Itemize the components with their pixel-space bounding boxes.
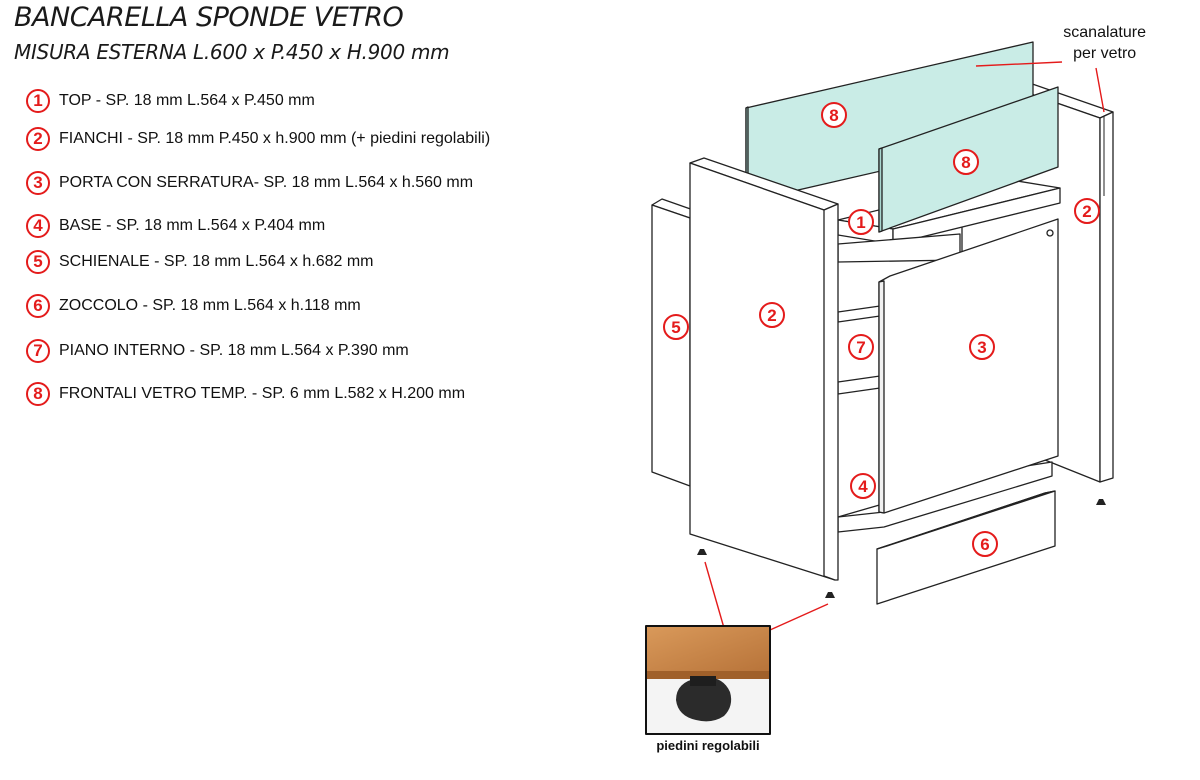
- svg-text:8: 8: [961, 153, 970, 172]
- door-panel: [878, 218, 1059, 514]
- callout-side-right: 2: [1074, 198, 1100, 224]
- legend-item: 4 BASE - SP. 18 mm L.564 x P.404 mm: [26, 211, 325, 241]
- legend-item: 1 TOP - SP. 18 mm L.564 x P.450 mm: [26, 86, 315, 116]
- callout-shelf: 7: [848, 334, 874, 360]
- callout-back-glass: 8: [821, 102, 847, 128]
- part-description: ZOCCOLO - SP. 18 mm L.564 x h.118 mm: [59, 297, 361, 314]
- part-number-badge: 6: [26, 294, 50, 318]
- svg-text:2: 2: [767, 306, 776, 325]
- callout-door: 3: [969, 334, 995, 360]
- legend-item: 2 FIANCHI - SP. 18 mm P.450 x h.900 mm (…: [26, 124, 490, 154]
- part-description: PORTA CON SERRATURA- SP. 18 mm L.564 x h…: [59, 174, 474, 191]
- legend-item: 6 ZOCCOLO - SP. 18 mm L.564 x h.118 mm: [26, 291, 361, 321]
- part-description: FRONTALI VETRO TEMP. - SP. 6 mm L.582 x …: [59, 385, 466, 402]
- groove-note-line: per vetro: [1073, 45, 1137, 62]
- callout-plinth: 6: [972, 531, 998, 557]
- part-description: PIANO INTERNO - SP. 18 mm L.564 x P.390 …: [59, 342, 409, 359]
- part-number-badge: 5: [26, 250, 50, 274]
- callout-side-left: 2: [759, 302, 785, 328]
- svg-text:5: 5: [671, 318, 680, 337]
- callout-back-panel: 5: [663, 314, 689, 340]
- part-number-badge: 3: [26, 171, 50, 195]
- svg-text:4: 4: [858, 477, 868, 496]
- lock-icon: [1046, 229, 1054, 237]
- legend-item: 7 PIANO INTERNO - SP. 18 mm L.564 x P.39…: [26, 336, 409, 366]
- page-title: BANCARELLA SPONDE VETRO: [14, 2, 404, 33]
- part-number-badge: 2: [26, 127, 50, 151]
- callout-front-glass: 8: [953, 149, 979, 175]
- svg-text:8: 8: [829, 106, 838, 125]
- feet-photo: [645, 625, 771, 735]
- part-description: FIANCHI - SP. 18 mm P.450 x h.900 mm (+ …: [59, 130, 491, 147]
- carcass-frame: [837, 233, 961, 395]
- part-number-badge: 4: [26, 214, 50, 238]
- svg-text:1: 1: [856, 213, 865, 232]
- part-number-badge: 7: [26, 339, 50, 363]
- adjustable-feet: [697, 499, 1106, 598]
- legend-item: 8 FRONTALI VETRO TEMP. - SP. 6 mm L.582 …: [26, 379, 465, 409]
- callouts: 8 8 1 2 5 2 7 3: [663, 102, 1100, 557]
- left-side-panel: [689, 157, 839, 581]
- feet-photo-caption: piedini regolabili: [656, 738, 760, 753]
- part-description: TOP - SP. 18 mm L.564 x P.450 mm: [59, 92, 315, 109]
- groove-note-line: scanalature: [1063, 24, 1146, 41]
- part-number-badge: 8: [26, 382, 50, 406]
- svg-text:6: 6: [980, 535, 989, 554]
- part-description: BASE - SP. 18 mm L.564 x P.404 mm: [59, 217, 326, 234]
- legend-item: 3 PORTA CON SERRATURA- SP. 18 mm L.564 x…: [26, 168, 473, 198]
- page-subtitle: MISURA ESTERNA L.600 x P.450 x H.900 mm: [14, 40, 450, 64]
- plinth-panel: [876, 490, 1056, 605]
- svg-text:7: 7: [856, 338, 865, 357]
- part-description: SCHIENALE - SP. 18 mm L.564 x h.682 mm: [59, 253, 374, 270]
- svg-text:2: 2: [1082, 202, 1091, 221]
- callout-base: 4: [850, 473, 876, 499]
- svg-text:3: 3: [977, 338, 986, 357]
- part-number-badge: 1: [26, 89, 50, 113]
- legend-item: 5 SCHIENALE - SP. 18 mm L.564 x h.682 mm: [26, 247, 374, 277]
- leader-lines: [704, 61, 1105, 631]
- callout-top: 1: [848, 209, 874, 235]
- groove-note: scanalature per vetro: [1063, 22, 1146, 64]
